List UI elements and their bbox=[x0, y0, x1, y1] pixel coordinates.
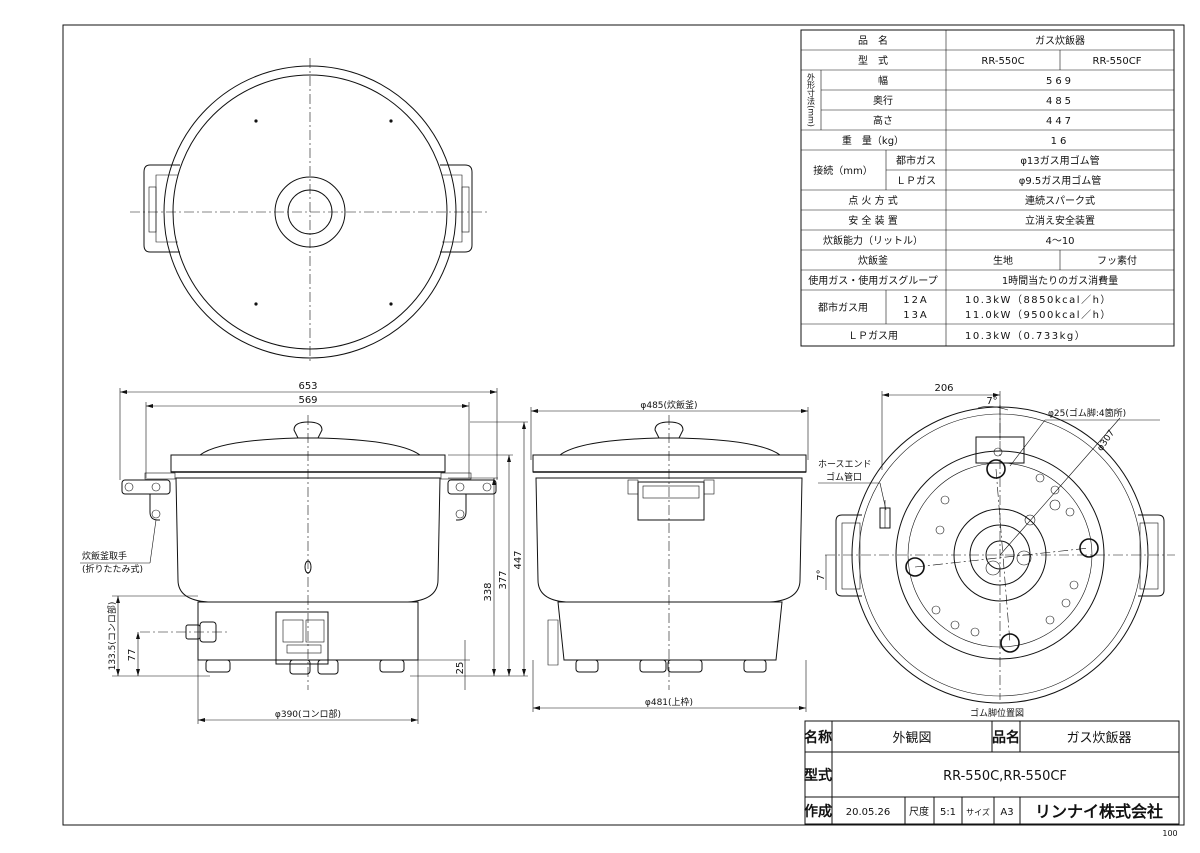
dim-side-481: φ481(上枠) bbox=[645, 696, 693, 708]
dim-front-377: 377 bbox=[498, 570, 509, 589]
tb-name-label: 名称 bbox=[804, 729, 832, 746]
label-rubber-hose-port: ゴム管口 bbox=[826, 471, 862, 483]
tb-model-value: RR-550C,RR-550CF bbox=[943, 769, 1067, 784]
pot-handle-right bbox=[447, 479, 497, 521]
label-pot-handle-folding: (折りたたみ式) bbox=[82, 563, 143, 575]
tb-corner-number: 100 bbox=[1162, 829, 1177, 838]
tb-scale-label: 尺度 bbox=[909, 805, 929, 818]
spec-label-weight: 重 量（kg） bbox=[842, 134, 904, 147]
spec-label-safety: 安 全 装 置 bbox=[848, 214, 898, 227]
dim-front-447: 447 bbox=[513, 550, 524, 569]
spec-label-gas-group: 使用ガス・使用ガスグループ bbox=[808, 274, 937, 287]
spec-value-capacity: 4～10 bbox=[1045, 236, 1074, 247]
spec-group-citygas-use: 都市ガス用 bbox=[818, 301, 868, 314]
dim-front-653: 653 bbox=[298, 381, 317, 392]
tb-company: リンナイ株式会社 bbox=[1035, 802, 1163, 821]
tb-scale-value: 5:1 bbox=[940, 807, 956, 818]
spec-label-ignition: 点 火 方 式 bbox=[848, 194, 898, 207]
spec-value-consumption: 1時間当たりのガス消費量 bbox=[1002, 274, 1118, 287]
tb-name-value: 外観図 bbox=[892, 731, 931, 746]
spec-value-12a: 10.3kW（8850kcal／h） bbox=[965, 294, 1112, 306]
spec-value-ignition: 連続スパーク式 bbox=[1025, 194, 1095, 207]
spec-value-width: 569 bbox=[1046, 76, 1074, 87]
bottom-view: 206 7° 7° φ25(ゴム脚:4箇所) φ307 ホースエンド ゴム管口 … bbox=[816, 383, 1175, 719]
rubber-foot-3 bbox=[1000, 633, 1020, 653]
spec-value-lpgas: φ9.5ガス用ゴム管 bbox=[1019, 174, 1102, 187]
spec-value-citygas: φ13ガス用ゴム管 bbox=[1020, 154, 1099, 167]
spec-label-citygas: 都市ガス bbox=[896, 154, 936, 167]
spec-label-13a: 13A bbox=[903, 310, 929, 321]
dim-bottom-foot: φ25(ゴム脚:4箇所) bbox=[1048, 407, 1126, 419]
spec-label-capacity: 炊飯能力（リットル） bbox=[823, 234, 923, 247]
rubber-foot-1 bbox=[986, 459, 1006, 479]
spec-label-model: 型 式 bbox=[858, 54, 888, 67]
spec-label-width: 幅 bbox=[878, 74, 888, 87]
tb-product-label: 品名 bbox=[992, 729, 1020, 746]
side-view: φ485(炊飯釜) φ481(上枠) bbox=[530, 399, 809, 712]
spec-value-model-a: RR-550C bbox=[981, 56, 1024, 67]
spec-label-hinmei: 品 名 bbox=[858, 34, 888, 47]
front-view: 653 569 bbox=[80, 381, 528, 724]
dim-front-base: φ390(コンロ部) bbox=[275, 708, 341, 720]
title-block: 名称 外観図 品名 ガス炊飯器 型式 RR-550C,RR-550CF 作成 2… bbox=[804, 720, 1180, 838]
spec-value-lp-use: 10.3kW（0.733kg） bbox=[965, 330, 1086, 342]
spec-value-weight: 16 bbox=[1051, 136, 1070, 147]
spec-value-safety: 立消え安全装置 bbox=[1025, 214, 1095, 227]
spec-label-height: 高さ bbox=[873, 114, 893, 127]
rubber-foot-4 bbox=[905, 557, 925, 577]
rubber-foot-2 bbox=[1079, 538, 1099, 558]
dim-front-133: 133.5(コンロ部) bbox=[106, 602, 118, 671]
sheet-border bbox=[62, 24, 1185, 826]
tb-made-label: 作成 bbox=[804, 803, 832, 820]
spec-value-depth: 485 bbox=[1046, 96, 1074, 107]
pot-handle-left bbox=[121, 479, 171, 521]
label-pot-handle: 炊飯釜取手 bbox=[82, 550, 127, 562]
spec-value-height: 447 bbox=[1046, 116, 1074, 127]
dim-front-77: 77 bbox=[127, 649, 138, 662]
spec-value-model-b: RR-550CF bbox=[1093, 56, 1142, 67]
spec-label-pot: 炊飯釜 bbox=[858, 254, 888, 267]
spec-value-pot-b: フッ素付 bbox=[1097, 254, 1137, 267]
tb-size-label: サイズ bbox=[966, 807, 990, 817]
top-view bbox=[130, 58, 490, 364]
spec-table: 品 名 ガス炊飯器 型 式 RR-550C RR-550CF 外形寸法(mm) … bbox=[800, 29, 1175, 347]
label-hose-end: ホースエンド bbox=[818, 459, 872, 470]
spec-label-lp-use: ＬＰガス用 bbox=[848, 330, 898, 342]
spec-group-outer-dims: 外形寸法(mm) bbox=[807, 72, 816, 127]
tb-model-label: 型式 bbox=[804, 767, 832, 784]
spec-label-depth: 奥行 bbox=[873, 94, 893, 107]
tb-size-value: A3 bbox=[1000, 807, 1013, 818]
spec-value-13a: 11.0kW（9500kcal／h） bbox=[965, 309, 1112, 321]
spec-label-lpgas: ＬＰガス bbox=[896, 175, 936, 187]
dim-front-25: 25 bbox=[455, 662, 466, 675]
tb-product-value: ガス炊飯器 bbox=[1066, 731, 1131, 746]
tb-made-value: 20.05.26 bbox=[846, 807, 891, 818]
spec-value-pot-a: 生地 bbox=[993, 254, 1013, 267]
dim-front-338: 338 bbox=[483, 582, 494, 601]
spec-group-connection: 接続（mm） bbox=[813, 164, 872, 177]
dim-bottom-pcd: φ307 bbox=[1096, 429, 1117, 454]
dim-front-569: 569 bbox=[298, 395, 317, 406]
dim-bottom-angle-left: 7° bbox=[816, 569, 827, 580]
caption-foot-position: ゴム脚位置図 bbox=[970, 707, 1024, 719]
spec-value-hinmei: ガス炊飯器 bbox=[1035, 34, 1085, 47]
spec-label-12a: 12A bbox=[903, 295, 929, 306]
dim-bottom-angle-top: 7° bbox=[986, 396, 997, 407]
dim-bottom-206: 206 bbox=[934, 383, 953, 394]
dim-side-485: φ485(炊飯釜) bbox=[640, 399, 697, 411]
